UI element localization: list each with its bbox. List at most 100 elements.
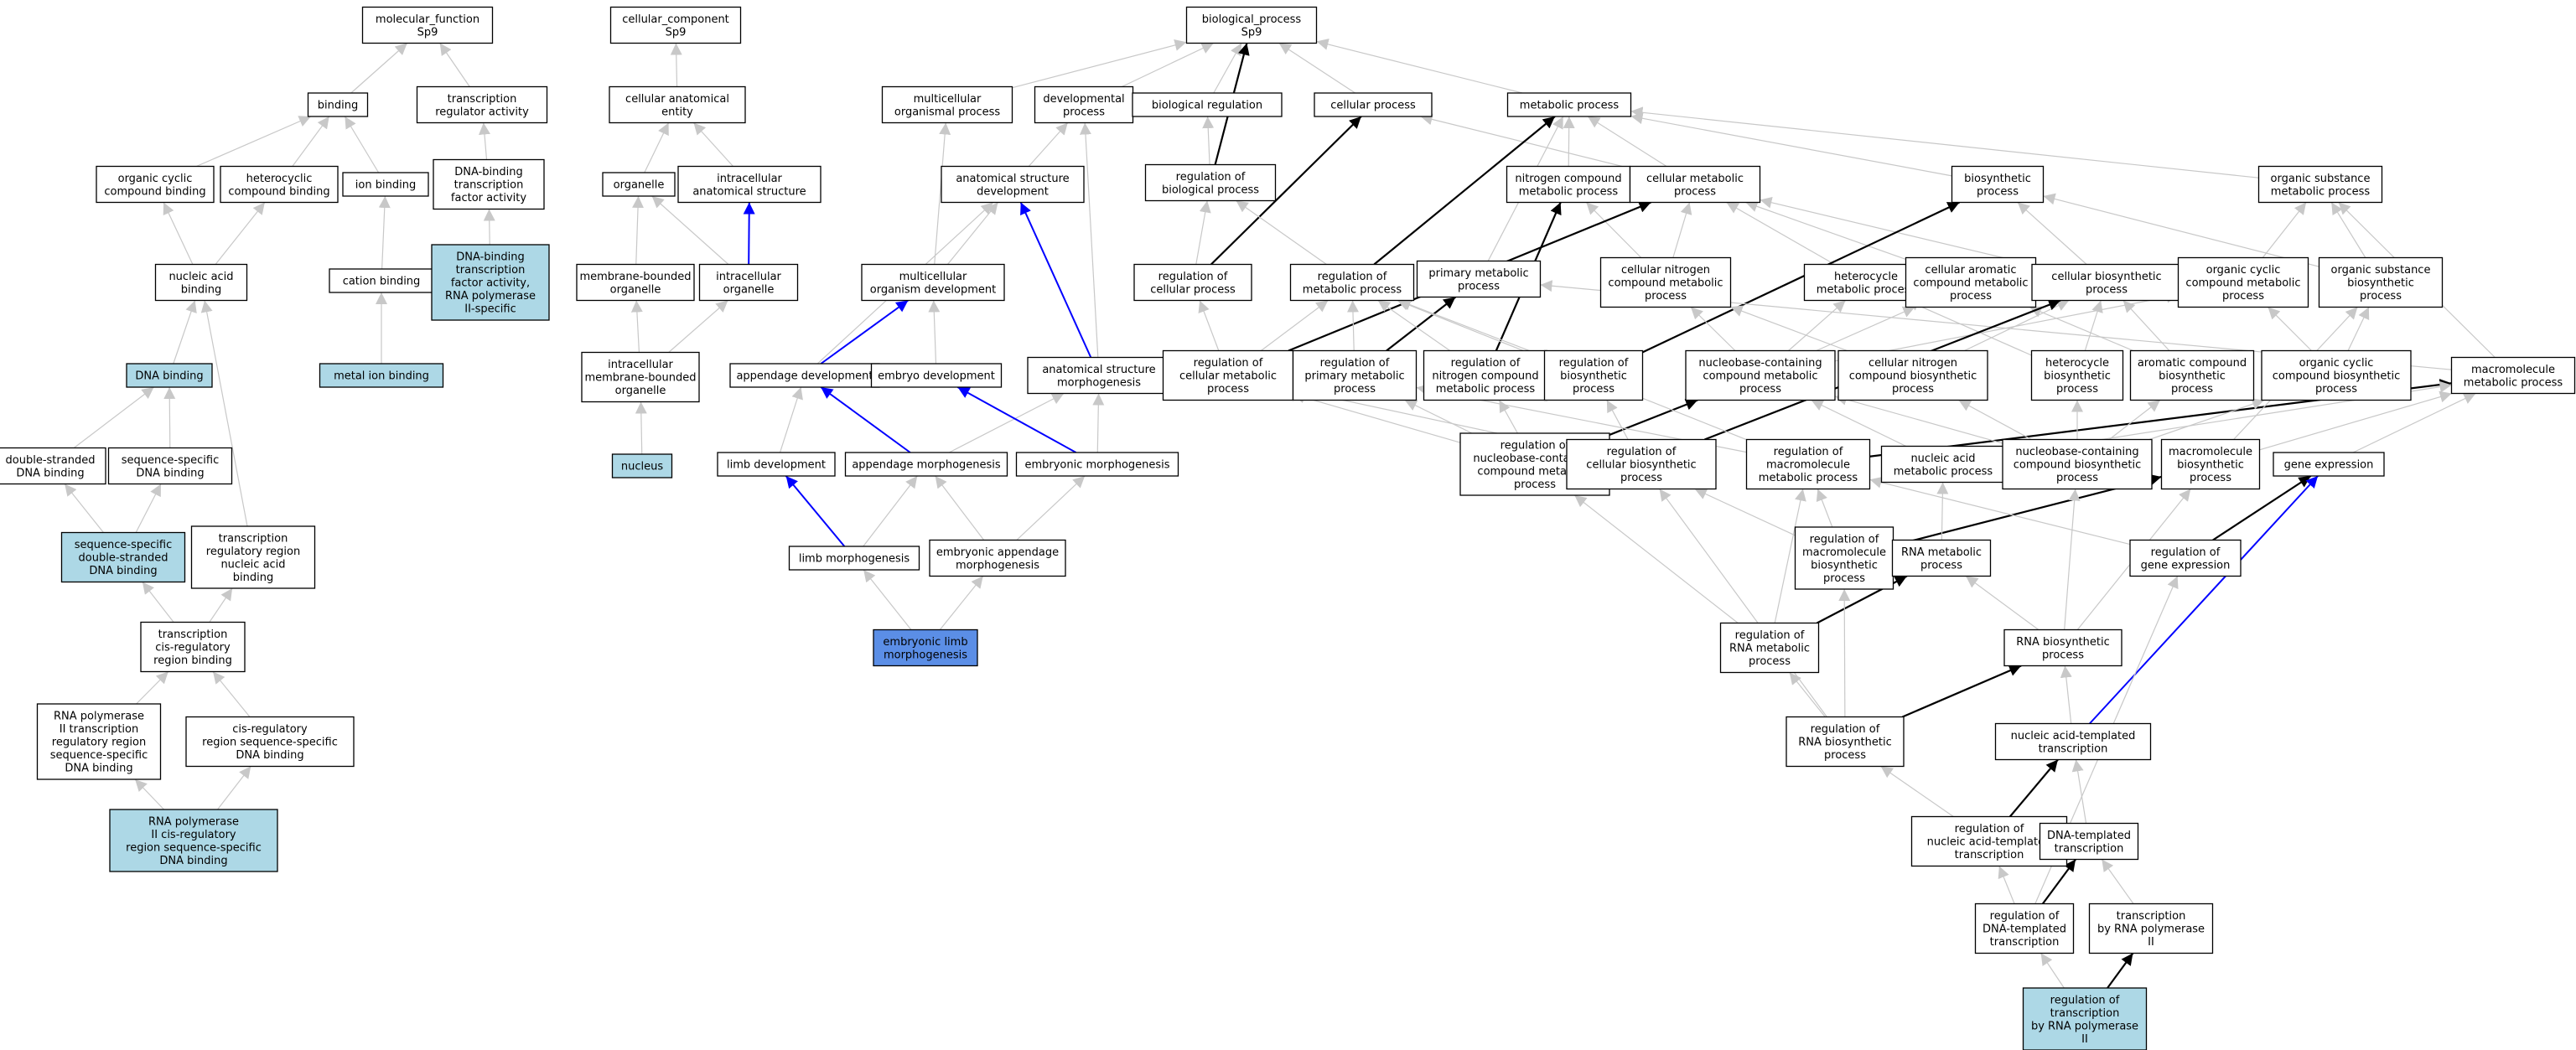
edge-isa-mod-to-mop: [934, 122, 951, 265]
term-node-appdev[interactable]: appendage development: [729, 363, 880, 388]
term-label-line: RNA polymerase: [148, 815, 239, 828]
term-node-limbmorph[interactable]: limb morphogenesis: [788, 546, 920, 571]
term-node-genex[interactable]: gene expression: [2273, 452, 2385, 477]
term-node-metal_ion[interactable]: metal ion binding: [319, 363, 444, 388]
edge-isa-regmp-to-regbp: [1236, 200, 1327, 265]
term-box: [416, 85, 548, 124]
term-node-bioreg[interactable]: biological regulation: [1132, 92, 1283, 117]
term-node-regmbp[interactable]: regulation ofmacromoleculebiosyntheticpr…: [1794, 526, 1894, 590]
term-node-appmorph[interactable]: appendage morphogenesis: [844, 452, 1008, 477]
term-label-line: nucleic acid: [168, 271, 233, 283]
term-box: [1629, 165, 1761, 204]
term-node-limbdev[interactable]: limb development: [717, 452, 836, 477]
edge-isa-ion_bind-to-binding: [344, 116, 380, 173]
term-node-dna_bind[interactable]: DNA binding: [126, 363, 213, 388]
term-box: [698, 263, 799, 302]
term-node-metp[interactable]: metabolic process: [1506, 92, 1632, 117]
term-node-nucleus[interactable]: nucleus: [611, 453, 673, 478]
term-box: [1794, 526, 1894, 590]
term-node-ion_bind[interactable]: ion binding: [342, 172, 429, 197]
term-label-line: regulation of: [1990, 910, 2060, 923]
term-label-line: biosynthetic: [2159, 370, 2226, 383]
term-node-cellp[interactable]: cellular process: [1314, 92, 1433, 117]
term-node-binding[interactable]: binding: [307, 92, 369, 117]
term-box: [729, 363, 880, 388]
term-label-line: binding: [181, 283, 221, 296]
edge-regulates-regtpol2-to-tpol2: [2107, 952, 2134, 989]
term-node-cation_bind[interactable]: cation binding: [329, 268, 434, 293]
term-node-organelle[interactable]: organelle: [602, 172, 676, 197]
term-node-embmorph[interactable]: embryonic morphogenesis: [1015, 452, 1179, 477]
term-node-embdev[interactable]: embryo development: [870, 363, 1003, 388]
edge-isa-mbp-to-mmp: [2259, 391, 2452, 451]
